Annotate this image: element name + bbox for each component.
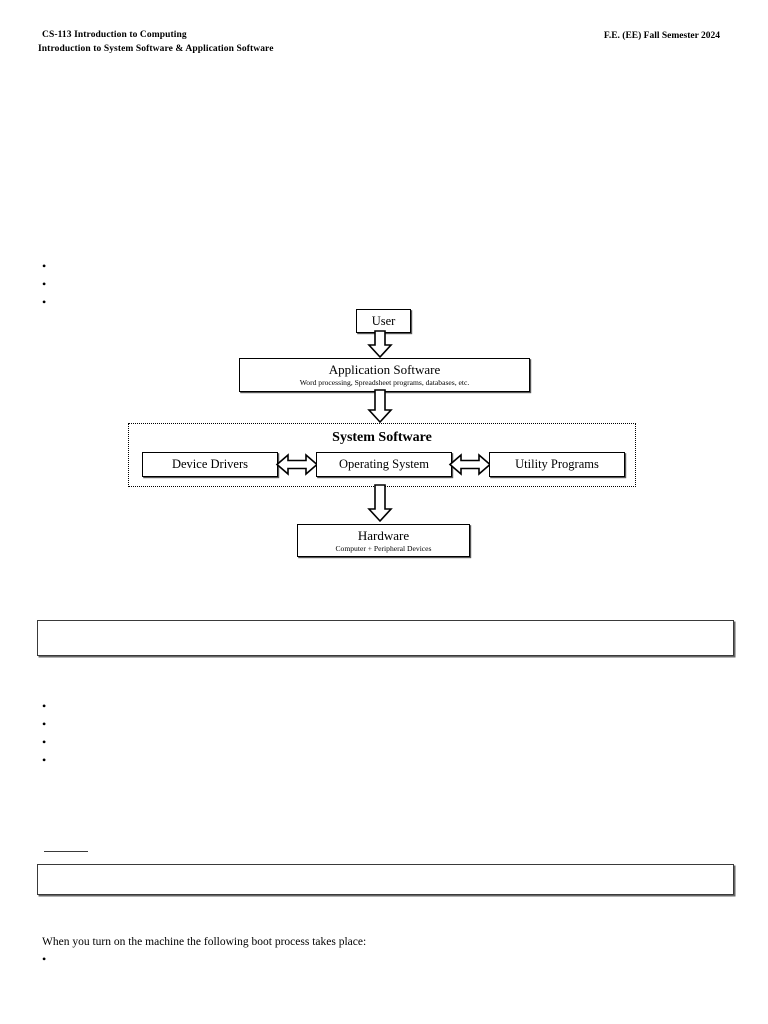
diagram-node-user-label: User <box>371 313 396 328</box>
list-item <box>42 950 60 968</box>
diagram-node-user: User <box>356 309 411 333</box>
diagram-node-application-software-label: Application Software <box>328 362 441 377</box>
middle-bullet-list <box>42 697 60 769</box>
diagram-node-application-software-subtitle: Word processing, Spreadsheet programs, d… <box>299 378 470 387</box>
horizontal-rule <box>44 851 88 852</box>
list-item <box>42 751 60 769</box>
answer-box-1[interactable] <box>37 620 734 656</box>
list-item <box>42 275 60 293</box>
boot-process-bullet-list <box>42 950 60 968</box>
arrow-system-to-hardware-icon <box>367 484 393 523</box>
list-item <box>42 257 60 275</box>
diagram-node-hardware-subtitle: Computer + Peripheral Devices <box>335 544 432 553</box>
course-title: CS-113 Introduction to Computing <box>42 30 187 40</box>
arrow-operating-system-utility-programs-icon <box>448 453 492 476</box>
diagram-node-utility-programs-label: Utility Programs <box>515 457 599 471</box>
diagram-node-operating-system-label: Operating System <box>339 457 429 471</box>
system-software-group-title: System Software <box>332 430 432 445</box>
diagram-node-hardware-label: Hardware <box>357 528 410 543</box>
list-item <box>42 697 60 715</box>
list-item <box>42 293 60 311</box>
boot-process-intro: When you turn on the machine the followi… <box>42 936 367 948</box>
document-topic: Introduction to System Software & Applic… <box>38 43 274 54</box>
list-item <box>42 733 60 751</box>
diagram-node-hardware: Hardware Computer + Peripheral Devices <box>297 524 470 557</box>
arrow-application-to-system-icon <box>367 389 393 424</box>
list-item <box>42 715 60 733</box>
diagram-node-application-software: Application Software Word processing, Sp… <box>239 358 530 392</box>
diagram-node-operating-system: Operating System <box>316 452 452 477</box>
diagram-node-device-drivers: Device Drivers <box>142 452 278 477</box>
diagram-node-device-drivers-label: Device Drivers <box>171 457 248 471</box>
top-bullet-list <box>42 257 60 311</box>
document-header-left: CS-113 Introduction to Computing Introdu… <box>38 29 274 56</box>
answer-box-2[interactable] <box>37 864 734 895</box>
arrow-user-to-application-icon <box>367 330 393 359</box>
semester-label: F.E. (EE) Fall Semester 2024 <box>603 31 720 41</box>
diagram-node-utility-programs: Utility Programs <box>489 452 625 477</box>
arrow-device-drivers-operating-system-icon <box>275 453 319 476</box>
